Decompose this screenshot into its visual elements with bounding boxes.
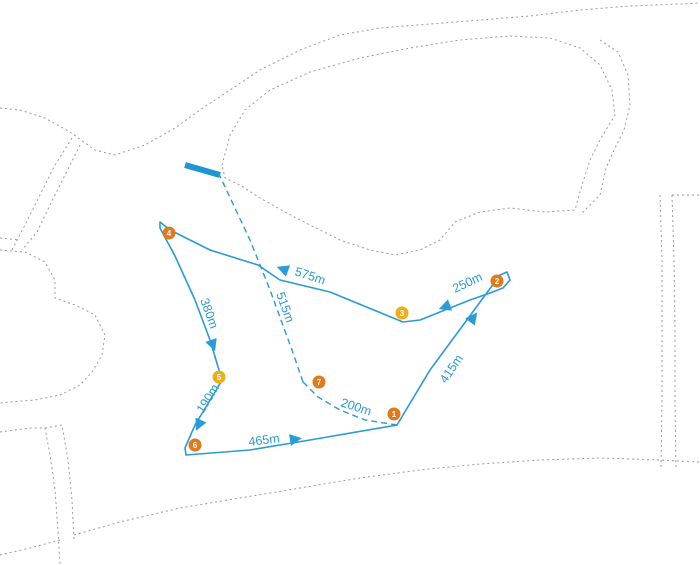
arrow-icon-190m [195,417,207,431]
checkpoint-7: 7 [312,375,326,389]
arrow-icon-415m [465,312,478,326]
checkpoint-marker [162,226,176,240]
checkpoint-number: 2 [495,277,500,286]
checkpoint-number: 6 [193,441,198,450]
checkpoint-1: 1 [387,407,401,421]
left-path-a [11,137,73,251]
bottom-left-path [0,427,61,565]
checkpoint-number: 7 [317,378,322,387]
distance-label-465m: 465m [248,431,281,449]
checkpoint-3: 3 [395,306,409,320]
checkpoint-number: 5 [217,373,222,382]
lake-outer-path [579,39,631,216]
right-road-a [659,194,663,469]
checkpoint-number: 3 [400,309,405,318]
distance-label-515m: 515m [273,290,297,324]
upper-left-plot-boundary [0,2,700,156]
checkpoint-marker [490,274,504,288]
start-marker [184,162,221,178]
distance-label-190m: 190m [194,382,222,416]
arrow-icon-465m [289,434,302,446]
checkpoint-number: 1 [392,410,397,419]
distance-label-250m: 250m [450,270,484,296]
direction-arrows [195,265,478,446]
bottom-left-path-inner [44,424,75,541]
checkpoint-6: 6 [188,438,202,452]
distance-label-200m: 200m [339,396,373,419]
route-leg-200m-line [302,381,398,426]
checkpoint-number: 4 [167,229,172,238]
bottom-left-curb [0,539,61,556]
right-road-b [671,194,677,469]
upper-left-plot-boundary-inner [0,237,21,241]
checkpoint-marker [312,375,326,389]
distance-labels: 415m 250m 575m 380m 190m 465m 200m 515m [194,265,485,449]
left-path-b [21,144,81,251]
checkpoint-marker [212,370,226,384]
distance-label-415m: 415m [437,352,466,386]
route-leg-515m-line [217,171,304,383]
arrow-icon-575m [276,265,291,277]
route-solid-line [159,221,511,456]
southern-road-edge [73,457,700,536]
checkpoint-2: 2 [490,274,504,288]
checkpoint-5: 5 [212,370,226,384]
checkpoints: 1 2 3 4 5 6 7 [162,226,504,452]
lake-outline [221,35,616,256]
checkpoint-marker [188,438,202,452]
arrow-icon-380m [205,337,217,352]
left-hill-outline [0,249,106,404]
checkpoint-marker [395,306,409,320]
checkpoint-marker [387,407,401,421]
arrow-icon-250m [438,299,453,311]
checkpoint-4: 4 [162,226,176,240]
